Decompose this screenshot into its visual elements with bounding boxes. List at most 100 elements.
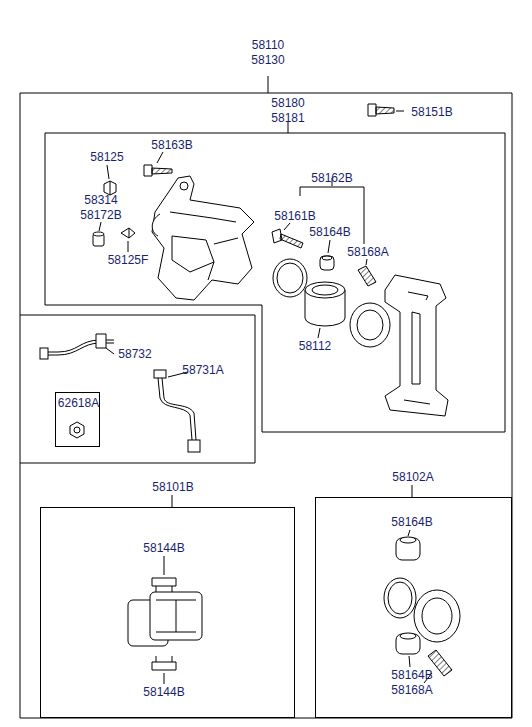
callout-number: 58732	[118, 347, 151, 361]
bolt	[152, 168, 172, 174]
callout-number: 58163B	[151, 138, 192, 152]
caliper-housing	[170, 212, 236, 222]
piston-seal	[384, 578, 416, 618]
callout-number: 58172B	[80, 208, 121, 222]
bolt	[144, 165, 172, 176]
leader-line	[99, 222, 101, 231]
dust-boot	[422, 598, 452, 634]
leader-line	[128, 241, 129, 252]
pad-clip	[152, 578, 176, 592]
caliper-housing	[180, 182, 188, 190]
frame-outline	[20, 93, 512, 718]
callout-number: 58161B	[274, 209, 315, 223]
part-box: 62618A	[55, 392, 100, 447]
guide-boot	[320, 256, 334, 270]
callout-number: 58144B	[143, 685, 184, 699]
frame-outline	[45, 133, 505, 432]
callout-number: 58314	[84, 193, 117, 207]
guide-boot	[400, 537, 416, 543]
leader-line	[284, 223, 290, 230]
caliper-bracket	[412, 312, 420, 384]
piston-seal	[384, 578, 416, 618]
bleeder-screw	[121, 228, 135, 238]
caliper-bracket	[404, 292, 430, 404]
dust-boot	[414, 590, 460, 642]
leader-line	[409, 656, 410, 667]
leader-line	[366, 259, 367, 265]
brake-hose	[162, 378, 196, 440]
frame-outline	[45, 133, 505, 432]
callout-number: 58151B	[411, 105, 452, 119]
leader-line	[396, 111, 404, 112]
brake-hose	[188, 440, 200, 452]
leader-line	[318, 328, 320, 338]
bolt	[368, 104, 376, 116]
caliper-housing	[152, 214, 160, 236]
caliper-housing	[172, 236, 214, 272]
callout-number: 58164B	[391, 668, 432, 682]
caliper-housing	[208, 238, 238, 280]
caliper-housing	[152, 176, 254, 300]
brake-pad	[156, 600, 196, 632]
guide-boot	[396, 537, 420, 560]
hose-frame	[20, 315, 21, 463]
part-number: 58101B	[138, 480, 208, 495]
bolt	[144, 165, 152, 176]
leader-line	[107, 165, 109, 179]
bleeder-cap	[104, 181, 116, 195]
callout-number: 58731A	[182, 363, 223, 377]
part-number: 58110 58130	[242, 38, 294, 68]
caliper-housing	[152, 176, 254, 300]
bolt	[368, 104, 394, 116]
brake-hose	[40, 334, 114, 359]
leader-line	[268, 76, 269, 93]
piston-seal	[277, 263, 303, 293]
leader-lines	[99, 76, 432, 684]
bleeder-cap	[104, 181, 116, 195]
leader-line	[328, 240, 330, 253]
callout-number: 58168A	[347, 245, 388, 259]
pad-clip	[152, 656, 176, 670]
piston-seal	[273, 259, 307, 297]
brake-pad	[128, 592, 202, 646]
part-number: 58102A	[378, 470, 448, 485]
part-number: 58180 58181	[262, 96, 314, 126]
dust-boot	[357, 310, 383, 340]
pad-clip	[152, 656, 176, 670]
nut	[70, 422, 84, 438]
leader-line	[164, 556, 165, 575]
callout-number: 58144B	[143, 541, 184, 555]
callout-number: 58162B	[311, 171, 352, 185]
piston-seal	[388, 582, 412, 614]
callout-number: 58112	[299, 339, 331, 353]
pad-clip	[152, 578, 176, 592]
caliper-bracket	[385, 275, 448, 416]
callout-number: 58125F	[108, 253, 149, 267]
brake-hose	[154, 370, 200, 452]
caliper-bracket	[385, 275, 448, 416]
guide-pin	[272, 229, 303, 248]
leader-line	[164, 673, 165, 684]
sleeve	[93, 232, 104, 246]
callout-number: 58125	[90, 150, 123, 164]
piston	[305, 282, 345, 298]
sleeve	[358, 266, 376, 286]
sleeve	[358, 266, 376, 286]
guide-boot	[396, 633, 420, 654]
callout-number: 58168A	[391, 683, 432, 697]
leader-line	[106, 348, 114, 354]
bleeder-cap	[110, 181, 111, 195]
dust-boot	[414, 590, 460, 642]
bleeder-screw	[129, 228, 130, 238]
hose-frame	[20, 315, 21, 463]
leader-line	[157, 152, 163, 163]
part-number: 62618A	[56, 396, 101, 411]
brake-pad	[150, 592, 202, 640]
guide-boot	[400, 633, 416, 639]
guide-boot	[322, 256, 332, 260]
bolt	[376, 107, 394, 114]
brake-hose	[96, 334, 106, 348]
guide-boot	[396, 634, 420, 654]
callout-number: 58164B	[391, 515, 432, 529]
